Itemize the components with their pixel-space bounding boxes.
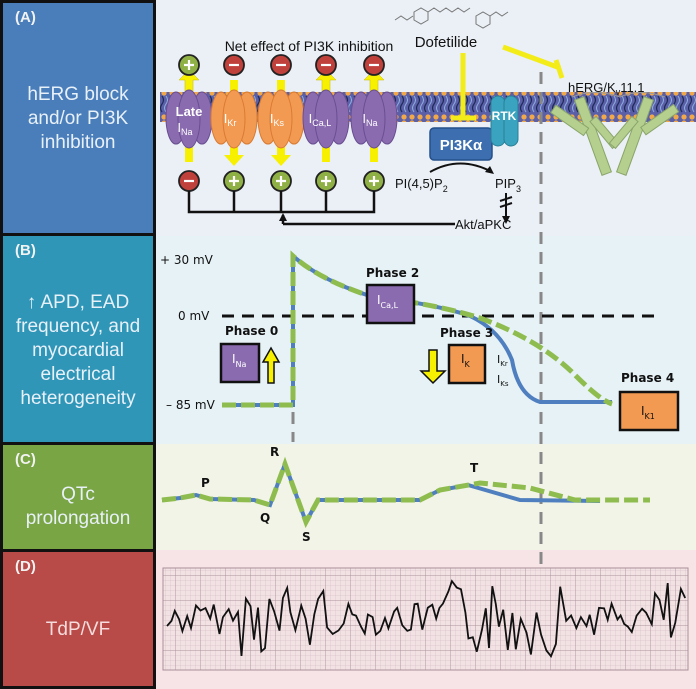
ik-label: IK <box>461 352 471 369</box>
channel-na: INa <box>350 54 398 192</box>
arrowhead-icon <box>502 216 510 224</box>
herg-channel <box>550 92 680 176</box>
y-label-minus85: – 85 mV <box>166 398 216 412</box>
wave-s: S <box>302 530 311 544</box>
channel-label: Late <box>176 104 203 119</box>
blocked-arrow-icon <box>499 193 513 220</box>
down-arrow-icon <box>419 349 447 385</box>
rtk-receptor: RTK <box>490 95 519 147</box>
feedback-lines <box>187 191 455 226</box>
arrow-stem <box>185 140 193 162</box>
ecg-trace-control <box>161 458 601 527</box>
arrow-stem <box>230 80 238 98</box>
ecg-grid-major <box>162 567 689 671</box>
arrow-stem <box>370 140 378 162</box>
phase-2-label: Phase 2 <box>366 266 419 280</box>
wave-q: Q <box>260 511 270 525</box>
y-label-plus30: + 30 mV <box>160 253 214 267</box>
panel-b-line: myocardial <box>32 340 124 361</box>
pip2-label: PI(4,5)P2 <box>395 176 448 194</box>
panel-b-line: frequency, and <box>15 316 141 337</box>
panel-b-line: ↑ APD, EAD <box>26 292 130 313</box>
ikr-label: IKr <box>497 353 508 368</box>
ap-trace-prolonged <box>222 250 613 408</box>
panel-d-text: TdP/VF <box>3 618 153 642</box>
panel-d-line: TdP/VF <box>45 619 111 640</box>
channel-label: INa <box>177 120 192 137</box>
wave-t: T <box>470 461 479 475</box>
panel-b-apd: (B) ↑ APD, EAD frequency, and myocardial… <box>0 233 156 445</box>
panel-b-line: heterogeneity <box>20 388 136 409</box>
panel-c-text: QTc prolongation <box>3 483 153 531</box>
ik1-label: IK1 <box>641 404 655 421</box>
y-label-zero: 0 mV <box>178 309 210 323</box>
channel-label: IKr <box>224 111 237 128</box>
arrow-stem <box>277 80 285 98</box>
vf-trace <box>166 579 687 658</box>
rtk-label: RTK <box>492 109 517 123</box>
wave-r: R <box>270 445 279 459</box>
phase-4-label: Phase 4 <box>621 371 674 385</box>
channel-label: IKs <box>270 111 285 128</box>
panel-d-tdp: (D) TdP/VF <box>0 549 156 689</box>
channel-label: INa <box>362 111 377 128</box>
arrowhead-icon <box>485 166 494 174</box>
panel-a-text: hERG block and/or PI3K inhibition <box>3 83 153 155</box>
ecg-trace-prolonged <box>161 456 650 529</box>
pi3k-label: PI3Kα <box>440 137 483 154</box>
up-arrow-icon <box>261 346 281 384</box>
herg-label: hERG/Kv11.1 <box>568 80 645 97</box>
ina-box <box>219 342 261 384</box>
iks-label: IKs <box>497 373 509 388</box>
panel-d-tag: (D) <box>15 558 36 575</box>
wave-p: P <box>201 476 210 490</box>
panel-a-tag: (A) <box>15 9 36 26</box>
phase-0-label: Phase 0 <box>225 324 278 338</box>
channel-label: ICa,L <box>309 111 332 128</box>
channel-kr: IKr <box>210 54 258 192</box>
pip3-label: PIP3 <box>495 176 521 194</box>
panel-b-tag: (B) <box>15 242 36 259</box>
panel-a-herg-block: (A) hERG block and/or PI3K inhibition <box>0 0 156 236</box>
inhibition-lines <box>451 44 565 121</box>
ik1-box <box>618 390 680 432</box>
arrowhead-icon <box>279 213 287 221</box>
pi3k-box <box>429 127 493 161</box>
panel-b-background <box>156 236 696 444</box>
ical-label: ICa,L <box>377 293 399 310</box>
ina-label: INa <box>232 352 247 369</box>
akt-label: Akt/aPKC <box>455 217 511 232</box>
down-arrow-icon <box>224 138 244 166</box>
down-arrow-icon <box>271 138 291 166</box>
conversion-arrow <box>429 162 493 173</box>
ik-box <box>447 343 487 385</box>
panel-c-line: QTc <box>61 484 95 505</box>
arrow-stem <box>322 140 330 162</box>
panel-a-line: and/or PI3K <box>27 108 129 129</box>
panel-a-line: hERG block <box>27 84 129 105</box>
panel-b-text: ↑ APD, EAD frequency, and myocardial ele… <box>3 291 153 411</box>
ical-box <box>365 283 416 325</box>
panel-c-qtc: (C) QTc prolongation <box>0 442 156 552</box>
dofetilide-structure-icon <box>394 7 509 29</box>
panel-a-line: inhibition <box>40 132 116 153</box>
panel-c-line: prolongation <box>25 508 131 529</box>
panel-c-tag: (C) <box>15 451 36 468</box>
phase-3-label: Phase 3 <box>440 326 493 340</box>
channel-cal: ICa,L <box>302 54 350 192</box>
net-effect-title: Net effect of PI3K inhibition <box>225 38 394 54</box>
dofetilide-label: Dofetilide <box>415 34 478 51</box>
panel-b-line: electrical <box>40 364 116 385</box>
channel-ks: IKs <box>257 54 305 192</box>
